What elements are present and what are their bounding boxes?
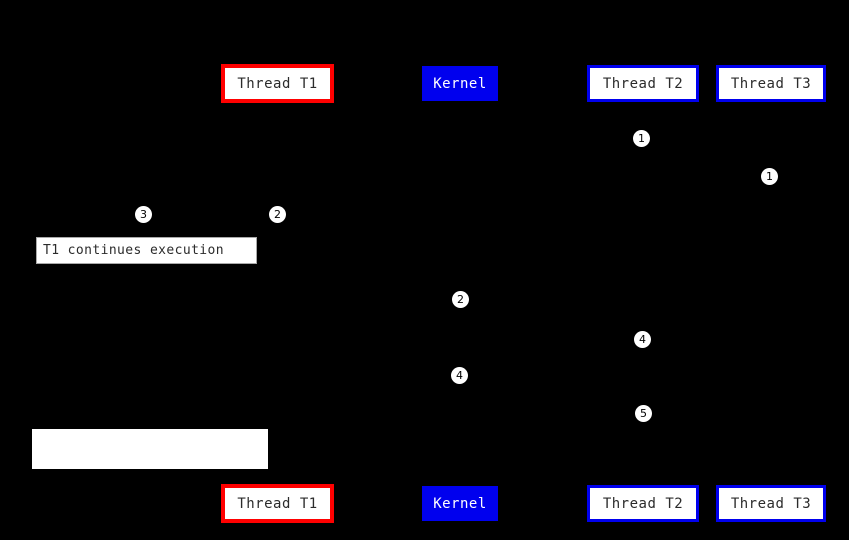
step-marker-t2-1: 1 [633,130,650,147]
lifeline-thread-t3 [771,102,772,485]
step-marker-t3-1: 1 [761,168,778,185]
lifeline-thread-t1 [277,103,278,484]
participant-label-thread-t1-bottom: Thread T1 [237,495,318,512]
participant-thread-t2-top[interactable]: Thread T2 [587,65,699,102]
note-t1-continues-execution: T1 continues execution [36,237,257,264]
participant-thread-t3-top[interactable]: Thread T3 [716,65,826,102]
participant-label-thread-t2-bottom: Thread T2 [602,495,684,512]
step-marker-kernel-4: 4 [451,367,468,384]
participant-thread-t1-top[interactable]: Thread T1 [221,64,334,103]
participant-label-kernel-bottom: Kernel [433,495,487,512]
participant-label-thread-t3-top: Thread T3 [730,75,812,92]
step-marker-t2-5: 5 [635,405,652,422]
note-t1-continues-execution-text: T1 continues execution [43,243,224,258]
step-marker-t1-3: 3 [135,206,152,223]
step-marker-t1-2: 2 [269,206,286,223]
participant-thread-t2-bottom[interactable]: Thread T2 [587,485,699,522]
step-marker-t2-4: 4 [634,331,651,348]
step-marker-kernel-2: 2 [452,291,469,308]
lifeline-thread-t2 [643,102,644,485]
participant-label-thread-t3-bottom: Thread T3 [730,495,812,512]
participant-thread-t1-bottom[interactable]: Thread T1 [221,484,334,523]
participant-label-kernel-top: Kernel [433,75,487,92]
participant-kernel-bottom[interactable]: Kernel [422,486,498,521]
participant-kernel-top[interactable]: Kernel [422,66,498,101]
participant-label-thread-t2-top: Thread T2 [602,75,684,92]
participant-thread-t3-bottom[interactable]: Thread T3 [716,485,826,522]
note-blank-lower-left [32,429,268,469]
participant-label-thread-t1-top: Thread T1 [237,75,318,92]
